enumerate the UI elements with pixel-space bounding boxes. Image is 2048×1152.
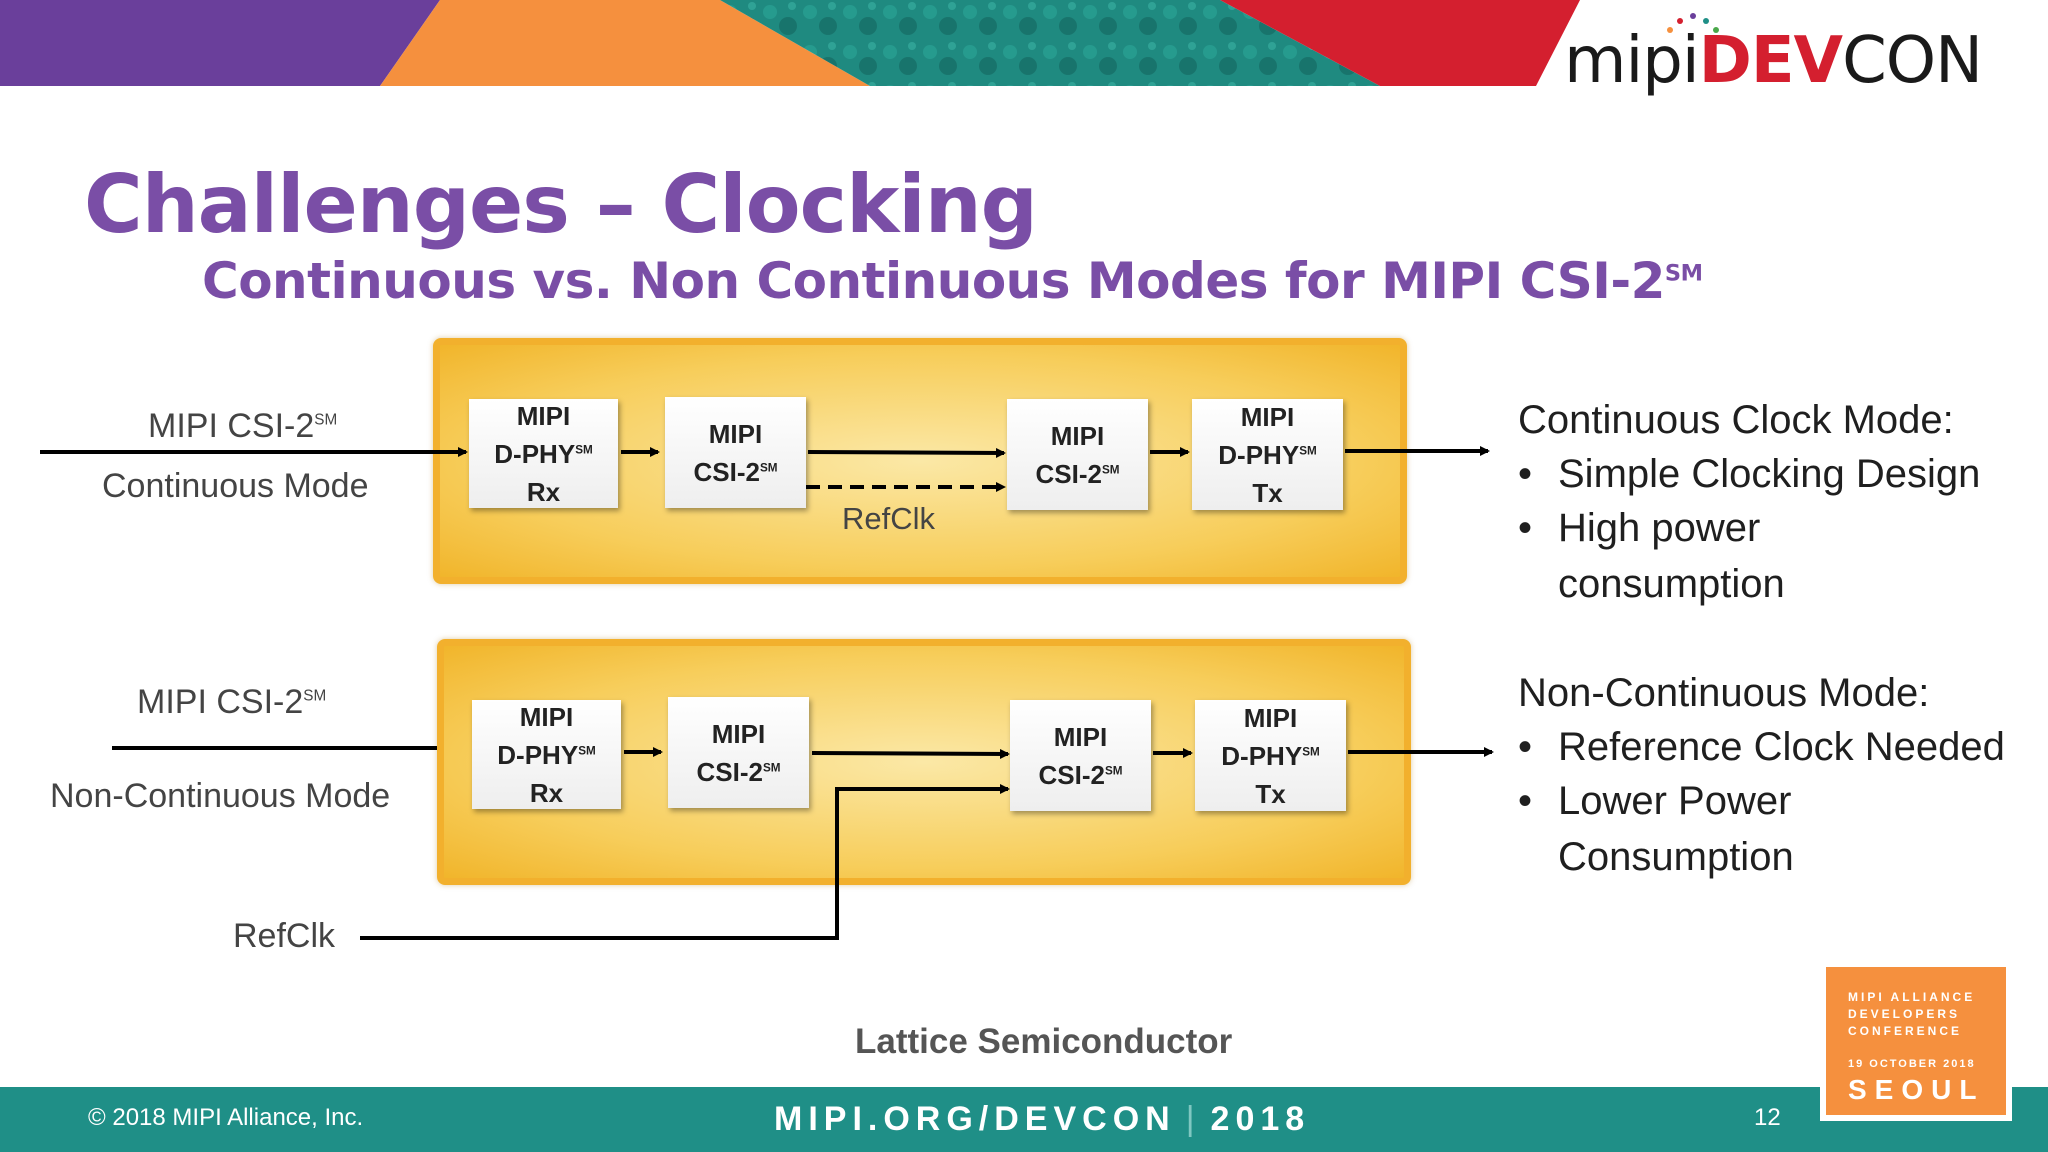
- noncontinuous-bullet-marker-1: •: [1518, 725, 1533, 769]
- bottom-refclk-label: RefClk: [233, 917, 336, 955]
- footer-year: 2018: [1210, 1100, 1311, 1138]
- block-line-1: MIPI: [516, 400, 571, 431]
- block-line-2: D-PHYSM: [497, 739, 596, 770]
- bottom-arrow-csi-csi: [811, 748, 1010, 759]
- continuous-heading: Continuous Clock Mode:: [1518, 398, 1954, 442]
- badge-line-1: MIPI ALLIANCE: [1848, 990, 1976, 1004]
- bottom-mode-label: Non-Continuous Mode: [50, 777, 391, 815]
- noncontinuous-bullet-marker-2: •: [1518, 779, 1533, 823]
- bottom-dphy-tx-block: MIPI D-PHYSM Tx: [1195, 700, 1346, 811]
- top-dphy-rx-block: MIPI D-PHYSM Rx: [469, 399, 618, 508]
- block-line-2: CSI-2SM: [693, 456, 778, 487]
- block-line-1: MIPI: [1053, 721, 1108, 752]
- block-line-3: Rx: [526, 476, 561, 507]
- page-title: Challenges – Clocking: [84, 158, 1038, 251]
- badge-line-2: DEVELOPERS: [1848, 1007, 1961, 1021]
- bottom-refclk-arrow: [360, 784, 1010, 940]
- logo-con-text: CON: [1842, 24, 1983, 98]
- top-mode-label: Continuous Mode: [102, 467, 369, 505]
- logo-dots-icon: [1667, 13, 1719, 33]
- continuous-bullet-2: High power: [1558, 506, 1761, 550]
- noncontinuous-bullet-1: Reference Clock Needed: [1558, 725, 2005, 769]
- bottom-input-label: MIPI CSI-2SM: [137, 683, 327, 721]
- badge-city: SEOUL: [1848, 1074, 1985, 1105]
- block-line-2: CSI-2SM: [1038, 759, 1123, 790]
- block-line-1: MIPI: [1050, 420, 1105, 451]
- badge-line-3: CONFERENCE: [1848, 1024, 1963, 1038]
- source-credit: Lattice Semiconductor: [855, 1022, 1233, 1061]
- block-line-2: D-PHYSM: [1221, 740, 1320, 771]
- conference-badge: MIPI ALLIANCE DEVELOPERS CONFERENCE 19 O…: [1820, 961, 2012, 1121]
- banner-orange-segment: [380, 0, 870, 86]
- bottom-dphy-rx-block: MIPI D-PHYSM Rx: [472, 700, 621, 809]
- page-number: 12: [1754, 1104, 1781, 1131]
- continuous-bullet-marker-2: •: [1518, 506, 1533, 550]
- noncontinuous-bullet-2: Lower Power: [1558, 779, 1792, 823]
- top-dphy-tx-block: MIPI D-PHYSM Tx: [1192, 399, 1343, 510]
- footer-site-text[interactable]: MIPI.ORG/DEVCON: [774, 1100, 1176, 1138]
- footer-copyright: © 2018 MIPI Alliance, Inc.: [88, 1104, 364, 1131]
- subtitle-text: Continuous vs. Non Continuous Modes for …: [202, 252, 1665, 310]
- banner-teal-segment: [720, 0, 1380, 86]
- top-csi2-rx-block: MIPI CSI-2SM: [665, 397, 806, 508]
- top-input-label: MIPI CSI-2SM: [148, 407, 338, 445]
- badge-date: 19 OCTOBER 2018: [1848, 1058, 1976, 1070]
- block-line-2: D-PHYSM: [494, 438, 593, 469]
- continuous-bullet-2-cont: consumption: [1558, 562, 1785, 606]
- block-line-1: MIPI: [708, 418, 763, 449]
- footer-site-link[interactable]: MIPI.ORG/DEVCON|2018: [774, 1100, 1310, 1139]
- page-subtitle: Continuous vs. Non Continuous Modes for …: [202, 252, 1703, 310]
- continuous-bullet-marker-1: •: [1518, 452, 1533, 496]
- top-csi2-tx-block: MIPI CSI-2SM: [1007, 399, 1148, 510]
- noncontinuous-bullet-2-cont: Consumption: [1558, 835, 1794, 879]
- block-line-2: CSI-2SM: [1035, 458, 1120, 489]
- block-line-1: MIPI: [711, 718, 766, 749]
- continuous-bullet-1: Simple Clocking Design: [1558, 452, 1981, 496]
- banner-red-segment: [1220, 0, 1580, 86]
- banner-purple-segment: [0, 0, 440, 86]
- top-refclk-label: RefClk: [842, 501, 936, 536]
- footer-separator: |: [1185, 1100, 1201, 1138]
- footer-bar: [0, 1087, 2048, 1152]
- subtitle-sm-mark: SM: [1664, 260, 1703, 287]
- devcon-logo: mipiDEVCON: [1564, 24, 1983, 98]
- block-line-2: D-PHYSM: [1218, 439, 1317, 470]
- noncontinuous-heading: Non-Continuous Mode:: [1518, 671, 1930, 715]
- bottom-csi2-rx-block: MIPI CSI-2SM: [668, 697, 809, 808]
- block-line-3: Tx: [1252, 477, 1283, 508]
- logo-dev-text: DEV: [1698, 24, 1843, 98]
- header-banner: [0, 0, 2048, 86]
- block-line-1: MIPI: [1243, 702, 1298, 733]
- logo-mipi-text: mipi: [1564, 24, 1700, 98]
- top-arrow-csi-csi: [807, 447, 1006, 458]
- block-line-3: Rx: [529, 777, 564, 808]
- block-line-1: MIPI: [519, 701, 574, 732]
- bottom-csi2-tx-block: MIPI CSI-2SM: [1010, 700, 1151, 811]
- block-line-1: MIPI: [1240, 401, 1295, 432]
- block-line-2: CSI-2SM: [696, 756, 781, 787]
- block-line-3: Tx: [1255, 778, 1286, 809]
